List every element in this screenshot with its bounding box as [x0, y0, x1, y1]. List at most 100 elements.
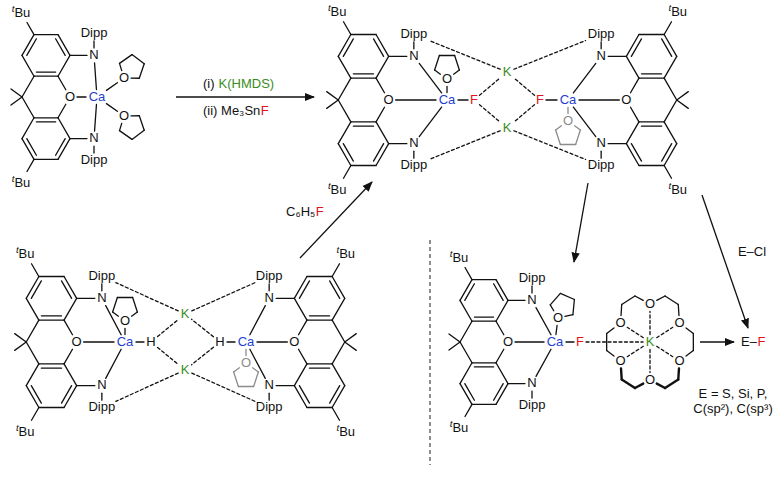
metal-bond [546, 99, 557, 100]
atom-label: O [563, 114, 573, 129]
thf-ring [556, 130, 561, 145]
metal-bond [573, 63, 595, 92]
atom-label: N [527, 293, 536, 308]
thf-ring [119, 123, 121, 130]
ring-bond [351, 121, 376, 122]
ring-bond [32, 264, 39, 277]
thf-ring [234, 368, 240, 372]
thf-ring [435, 55, 440, 70]
double-bond [353, 73, 373, 74]
ring-bond [27, 23, 34, 35]
substituent-bond [531, 391, 532, 398]
atom-label: N [97, 291, 106, 306]
double-bond [56, 39, 66, 56]
thf-ring [556, 126, 562, 130]
ring-bond [327, 92, 339, 100]
substituent-bond [101, 393, 102, 400]
contact-line [627, 346, 643, 356]
ring-bond [64, 364, 77, 386]
ring-bond [664, 166, 671, 179]
ring-bond [351, 34, 376, 35]
ring-bond [58, 55, 70, 76]
double-bond [641, 126, 661, 127]
atom-label: N [409, 136, 418, 151]
atom-label: H [146, 335, 155, 350]
atom-label: F [470, 93, 478, 108]
ring-bond [34, 117, 58, 118]
atom-label: Ca [89, 90, 106, 105]
atom-label: H [215, 335, 224, 350]
double-bond [36, 71, 55, 72]
ring-bond [351, 165, 376, 166]
thf-ring [439, 55, 454, 56]
metal-bond [579, 99, 619, 100]
metal-bond [106, 83, 117, 91]
crown-bond [606, 333, 607, 350]
atom-label: K [503, 121, 512, 136]
atom-label: O [119, 71, 129, 86]
ring-bond [294, 364, 307, 386]
metal-bond [95, 104, 97, 131]
substituent-bond [268, 284, 269, 291]
thf-ring [576, 130, 581, 145]
atom-label: O [621, 93, 631, 108]
ring-bond [70, 55, 87, 56]
ring-bond [376, 56, 389, 78]
contact-line [514, 78, 535, 96]
ring-bond [626, 56, 639, 78]
ring-bond [631, 107, 639, 122]
atom-label: O [119, 109, 129, 124]
ring-bond [26, 342, 39, 364]
ring-bond [449, 334, 460, 342]
reagent-label: F [261, 104, 269, 119]
ring-bond [332, 264, 339, 277]
contact-line [649, 350, 650, 373]
double-bond [494, 384, 504, 401]
contact-line [514, 131, 586, 160]
double-bond [343, 144, 353, 161]
thf-ring [132, 130, 144, 139]
atom-label: Ca [117, 335, 134, 350]
metal-bond [458, 99, 468, 100]
crown-bond [607, 328, 614, 334]
contact-line [192, 373, 255, 401]
metal-bond [106, 349, 121, 378]
atom-label: O [553, 311, 563, 326]
ring-bond [294, 298, 307, 320]
thf-ring [113, 312, 119, 316]
contact-line [649, 312, 650, 335]
product-label: F [757, 335, 765, 350]
atom-label: N [89, 48, 98, 63]
ring-bond [299, 320, 307, 335]
substituent-label: Dipp [400, 27, 427, 42]
double-bond [27, 139, 37, 156]
reaction-arrow [176, 96, 314, 97]
double-bond [465, 384, 475, 401]
contact-line [429, 41, 500, 70]
ring-bond [58, 104, 66, 118]
reaction-arrow [574, 183, 588, 262]
ring-bond [22, 97, 34, 118]
ring-bond [608, 56, 626, 57]
atom-label: O [384, 93, 394, 108]
crown-bond [635, 296, 643, 300]
thf-ring [234, 372, 239, 387]
contact-line [514, 41, 586, 70]
ring-bond [34, 76, 58, 77]
double-bond [330, 281, 340, 298]
thf-ring [550, 293, 560, 304]
thf-ring [253, 368, 259, 372]
reaction-arrow [702, 195, 748, 328]
double-bond [41, 315, 61, 316]
ring-bond [77, 298, 95, 299]
substituent-label: tBu [328, 180, 347, 198]
double-bond [309, 315, 329, 316]
ring-bond [664, 78, 677, 100]
metal-bond [573, 107, 595, 136]
thf-ring [132, 55, 144, 64]
crown-bond [686, 351, 693, 357]
ring-bond [351, 78, 376, 79]
crown-bond [622, 296, 635, 305]
thf-ring [117, 297, 132, 298]
ring-bond [307, 276, 332, 277]
